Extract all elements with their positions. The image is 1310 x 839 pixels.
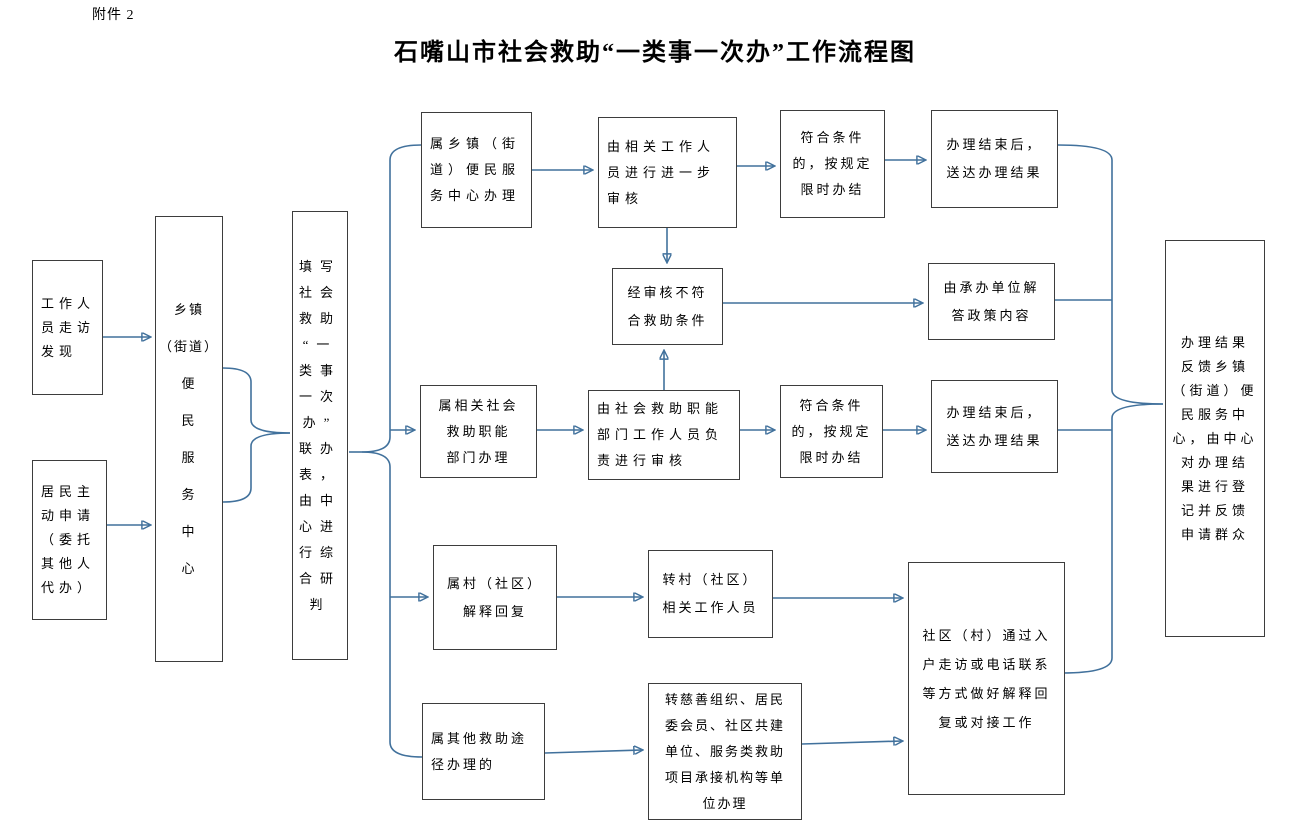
box-result-feedback: 办理结果 反馈乡镇 （街道）便 民服务中 心，由中心 对办理结 果进行登 记并反… bbox=[1165, 240, 1265, 637]
gather-brace-bottom bbox=[1061, 403, 1164, 674]
box-r3-village-reply: 属村（社区） 解释回复 bbox=[433, 545, 557, 650]
box-not-meet-conditions: 经审核不符 合救助条件 bbox=[612, 268, 723, 345]
box-r2-meet-conditions: 符合条件 的，按规定 限时办结 bbox=[780, 385, 883, 478]
box-r1-meet-conditions: 符合条件 的，按规定 限时办结 bbox=[780, 110, 885, 218]
box-r2-agency-handle: 属相关社会 救助职能 部门办理 bbox=[420, 385, 537, 478]
box-policy-explanation: 由承办单位解 答政策内容 bbox=[928, 263, 1055, 340]
brace-center-to-form-bottom bbox=[222, 432, 291, 503]
box-r4-transfer-charity-orgs: 转慈善组织、居民 委会员、社区共建 单位、服务类救助 项目承接机构等单 位办理 bbox=[648, 683, 802, 820]
arrow-r4-handle-to-transfer bbox=[544, 750, 642, 753]
page-title: 石嘴山市社会救助“一类事一次办”工作流程图 bbox=[394, 40, 916, 66]
branch-brace-top bbox=[361, 144, 422, 453]
box-r1-township-handle: 属乡镇（街 道）便民服 务中心办理 bbox=[421, 112, 532, 228]
brace-center-to-form-top bbox=[222, 367, 291, 434]
box-fill-joint-form: 填写 社会 救助 “一 类事 一次 办” 联办 表， 由中 心进 行综 合研 判 bbox=[292, 211, 348, 660]
box-staff-visit-discovery: 工作人 员走访 发现 bbox=[32, 260, 103, 395]
box-resident-apply: 居民主 动申请 （委托 其他人 代办） bbox=[32, 460, 107, 620]
box-r1-deliver-result: 办理结束后， 送达办理结果 bbox=[931, 110, 1058, 208]
box-r1-further-review: 由相关工作人 员进行进一步 审核 bbox=[598, 117, 737, 228]
box-community-followup: 社区（村）通过入 户走访或电话联系 等方式做好解释回 复或对接工作 bbox=[908, 562, 1065, 795]
box-r2-deliver-result: 办理结束后， 送达办理结果 bbox=[931, 380, 1058, 473]
branch-brace-bottom bbox=[361, 451, 423, 758]
arrow-r4-transfer-to-community bbox=[801, 741, 902, 744]
box-r4-other-channels: 属其他救助途 径办理的 bbox=[422, 703, 545, 800]
box-r3-transfer-village-staff: 转村（社区） 相关工作人员 bbox=[648, 550, 773, 638]
gather-brace-top bbox=[1057, 144, 1164, 405]
attachment-label: 附件 2 bbox=[92, 8, 135, 23]
box-r2-agency-review: 由社会救助职能 部门工作人员负 责进行审核 bbox=[588, 390, 740, 480]
box-township-service-center: 乡镇 （街道） 便 民 服 务 中 心 bbox=[155, 216, 223, 662]
